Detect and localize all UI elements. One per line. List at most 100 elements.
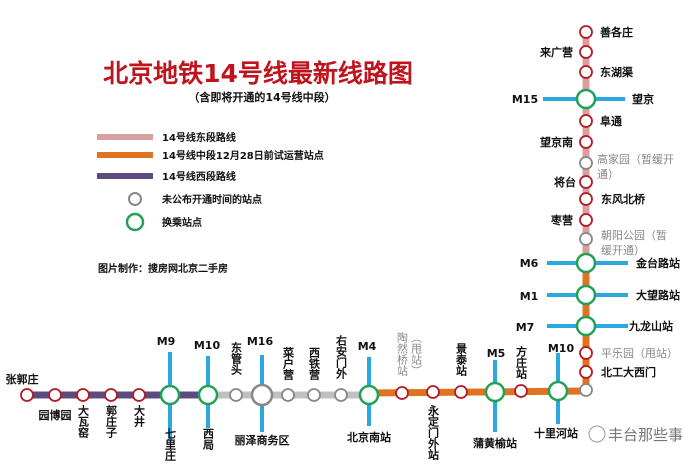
station-marker <box>48 388 62 402</box>
station[interactable]: 将台 <box>554 175 593 189</box>
station-marker <box>579 45 593 59</box>
station[interactable]: 郭庄子 <box>104 388 118 439</box>
transfer-station-marker <box>250 383 274 407</box>
station-label: 七里庄 <box>164 427 177 462</box>
station[interactable] <box>579 383 593 397</box>
station-marker <box>514 384 528 398</box>
station-marker <box>334 388 348 402</box>
station[interactable]: 东风北桥 <box>579 192 646 206</box>
transfer-station-marker <box>484 381 506 403</box>
station-marker <box>579 156 593 170</box>
station[interactable]: 张郭庄 <box>6 372 39 402</box>
station[interactable]: 陶然桥站（甩站） <box>395 331 423 400</box>
station-marker <box>426 385 440 399</box>
station[interactable]: 西局 <box>197 384 219 451</box>
station-label: 永定门外站 <box>427 404 441 461</box>
station[interactable]: 枣营 <box>550 213 593 227</box>
legend-line-swatch <box>97 173 153 179</box>
legend-line-swatch <box>97 134 153 140</box>
station-label: 东湖渠 <box>600 65 634 79</box>
station-marker <box>579 365 593 379</box>
station[interactable]: 永定门外站 <box>426 385 441 461</box>
station[interactable]: 望京南 <box>540 135 593 149</box>
station-label: 东管头 <box>230 341 243 376</box>
legend-line-swatch <box>97 152 153 158</box>
station[interactable]: 望京 <box>575 88 654 110</box>
station[interactable]: 阜通 <box>579 114 622 128</box>
station[interactable]: 蒲黄榆站 <box>473 381 517 450</box>
station[interactable]: 平乐园（甩站） <box>579 346 678 360</box>
station-label: 西局 <box>202 428 216 451</box>
station[interactable]: 园博园 <box>39 388 72 422</box>
station[interactable]: 右安门外 <box>334 334 349 402</box>
station-label: 大井 <box>133 404 146 428</box>
watermark: 丰台那些事 <box>588 425 683 444</box>
station-marker <box>132 388 146 402</box>
station-marker <box>307 388 321 402</box>
stations: 张郭庄园博园大瓦窑 郭庄子 大井七里庄 西局 东管头丽泽商务区 菜户营西铁营 右安门外北京南… <box>6 25 681 462</box>
transfer-station-marker <box>547 380 569 402</box>
station-marker <box>281 388 295 402</box>
station-label: 十里河站 <box>534 426 578 440</box>
credit: 图片制作：搜房网北京二手房 <box>98 262 228 275</box>
transfer-line-label: M6 <box>520 257 539 270</box>
station-label: 丽泽商务区 <box>235 433 290 447</box>
station-note: 缓开通） <box>601 244 645 257</box>
legend-label: 14号线中段12月28日前试运营站点 <box>162 149 324 162</box>
transfer-station-marker <box>159 384 181 406</box>
transfer-station-marker <box>575 252 597 274</box>
station-marker <box>579 383 593 397</box>
station[interactable]: 丽泽商务区 <box>235 383 290 447</box>
station[interactable]: 九龙山站 <box>575 315 673 337</box>
station[interactable]: 大瓦窑 <box>76 388 90 439</box>
station-label: 东风北桥 <box>601 192 646 206</box>
transfer-station-marker <box>358 384 380 406</box>
station-label: 陶然桥站 <box>396 331 409 377</box>
station-label: 西铁营 <box>308 347 321 381</box>
station[interactable]: 七里庄 <box>159 384 181 462</box>
station[interactable]: 金台路站 <box>575 252 680 274</box>
station-label: 朝阳公园（暂 <box>601 229 667 242</box>
station-label: 来广营 <box>539 45 573 59</box>
station[interactable]: 十里河站 <box>534 380 578 440</box>
station-label: 九龙山站 <box>628 319 673 333</box>
station-label: 善各庄 <box>600 25 633 39</box>
station-label: 园博园 <box>39 408 72 422</box>
station-label: 大瓦窑 <box>77 404 90 439</box>
station-marker <box>579 192 593 206</box>
station[interactable]: 大井 <box>132 388 146 428</box>
station-marker <box>76 388 90 402</box>
station[interactable]: 方庄站 <box>514 345 528 398</box>
station-label: 蒲黄榆站 <box>473 436 517 450</box>
station[interactable]: 北工大西门 <box>579 365 656 379</box>
watermark-icon <box>588 425 606 443</box>
station-marker <box>579 135 593 149</box>
transfer-line-label: M15 <box>512 93 538 106</box>
station[interactable]: 大望路站 <box>575 284 680 306</box>
transfer-line-label: M4 <box>358 340 377 353</box>
station[interactable]: 东管头 <box>229 341 243 402</box>
station-marker <box>104 388 118 402</box>
watermark-text: 丰台那些事 <box>608 426 683 444</box>
station-marker <box>579 175 593 189</box>
station-label: 北工大西门 <box>601 365 656 379</box>
station-label: 大望路站 <box>636 288 680 302</box>
station[interactable]: 来广营 <box>539 45 593 59</box>
station[interactable]: 菜户营 <box>281 346 296 402</box>
station[interactable]: 善各庄 <box>579 25 633 39</box>
station[interactable]: 景泰站 <box>454 343 469 399</box>
station-label: 景泰站 <box>455 343 469 377</box>
station[interactable]: 北京南站 <box>347 384 391 444</box>
station-label: 望京 <box>632 92 654 106</box>
station-label: 右安门外 <box>335 334 349 380</box>
station-marker <box>20 388 34 402</box>
map-subtitle: （含即将开通的14号线中段） <box>188 90 335 104</box>
station[interactable]: 西铁营 <box>307 347 321 402</box>
legend-circle-swatch <box>128 192 142 206</box>
transfer-line-label: M7 <box>516 321 535 334</box>
station[interactable]: 东湖渠 <box>579 65 634 79</box>
legend-label: 14号线西段路线 <box>162 170 236 183</box>
transfer-line-label: M1 <box>520 290 539 303</box>
